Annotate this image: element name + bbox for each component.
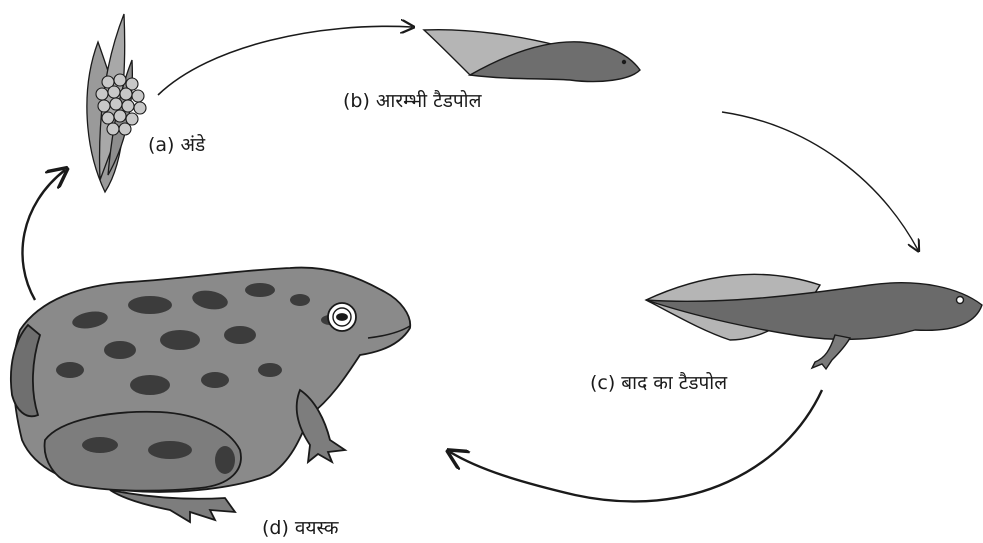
label-adult: (d) वयस्क (262, 519, 339, 538)
label-late-tadpole: (c) बाद का टैडपोल (590, 374, 727, 393)
label-eggs: (a) अंडे (148, 136, 205, 155)
label-early-tadpole: (b) आरम्भी टैडपोल (343, 92, 481, 111)
